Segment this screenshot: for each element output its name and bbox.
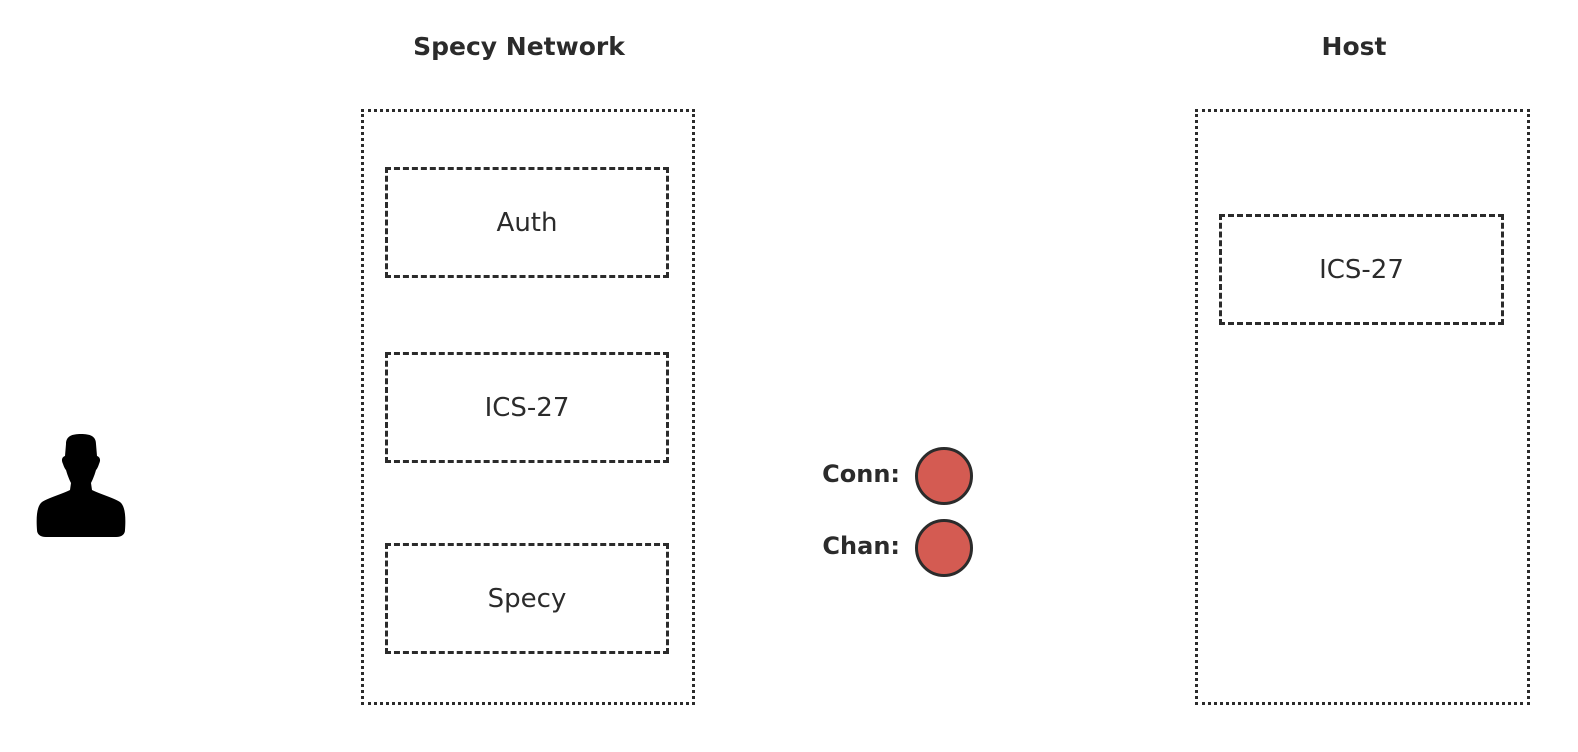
channel-label: Chan: [822,532,900,560]
host-container [1195,109,1530,705]
network-module-ics27: ICS-27 [385,352,669,463]
network-module-auth: Auth [385,167,669,278]
user-icon [36,434,126,537]
network-module-specy: Specy [385,543,669,654]
connection-status-dot [915,447,973,505]
module-label: ICS-27 [1319,254,1404,285]
module-label: Auth [496,207,558,238]
network-title: Specy Network [413,32,625,61]
module-label: ICS-27 [484,392,570,423]
host-module-ics27: ICS-27 [1219,214,1504,325]
network-container [361,109,695,705]
module-label: Specy [487,583,567,614]
connection-label: Conn: [822,460,900,488]
channel-status-dot [915,519,973,577]
host-title: Host [1321,32,1387,61]
